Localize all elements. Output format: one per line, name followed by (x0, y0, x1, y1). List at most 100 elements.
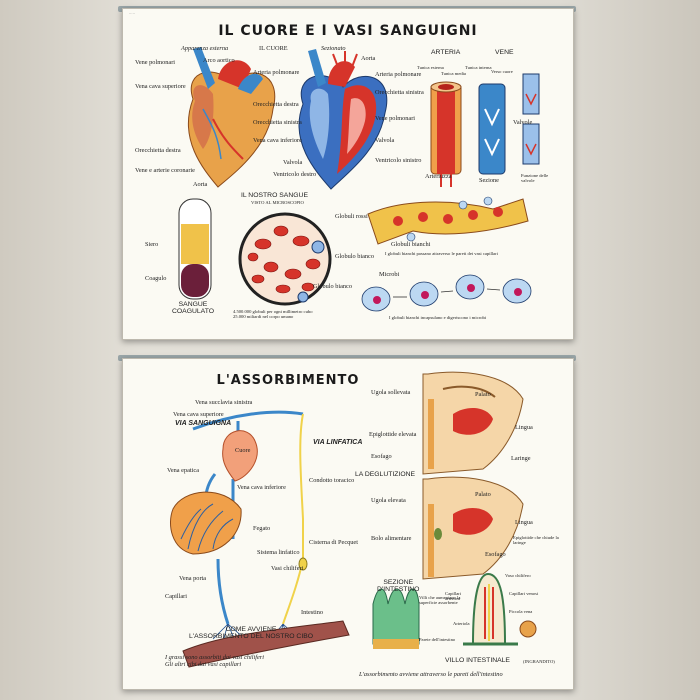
label-globuli-rossi: Globuli rossi (335, 213, 368, 220)
label-globulo-bianco-1: Globulo bianco (335, 253, 374, 260)
label-sezionato: Sezionato (321, 45, 346, 52)
label-siero: Siero (145, 241, 159, 248)
label-ugola-elevata: Ugola elevata (371, 497, 406, 504)
label-sezione: Sezione (479, 177, 499, 184)
intestine-shape (182, 620, 350, 668)
label-vena-epatica: Vena epatica (167, 467, 199, 474)
label-arteria: ARTERIA (431, 49, 461, 56)
label-vene: VENE (495, 49, 514, 56)
label-laringe: Laringe (511, 455, 531, 462)
label-fegato: Fegato (253, 525, 271, 532)
label-arteria-polmonare-r: Arteria polmonare (375, 71, 422, 78)
label-tunica-interna: Tunica interna (465, 65, 492, 70)
publisher-mark: ····· (129, 12, 135, 16)
test-tube-drawing (178, 198, 212, 300)
label-villi: Villi che aumentano la superficie assorb… (419, 595, 461, 605)
label-vene-polmonari-l: Vene polmonari (135, 59, 176, 66)
heart-external-drawing (187, 47, 276, 188)
label-lingua-top: Lingua (515, 424, 533, 431)
label-globulo-bianco-2: Globulo bianco (313, 283, 352, 290)
label-capillari: Capillari (165, 593, 188, 600)
label-via-sanguigna: VIA SANGUIGNA (175, 420, 232, 427)
label-verso-cuore: Verso cuore (491, 69, 513, 74)
label-nostro-sangue: IL NOSTRO SANGUE (241, 192, 308, 199)
label-arco-aortico: Arco aortico (203, 57, 235, 64)
label-valvola-r: Valvola (375, 137, 395, 144)
label-coagulo: Coagulo (145, 275, 167, 282)
label-sezione-intestino: SEZIONE D'INTESTINO (377, 579, 420, 593)
label-orecchietta-sinistra-m: Orecchietta sinistra (253, 119, 302, 126)
label-valvola-m: Valvola (283, 159, 303, 166)
label-villo-intestinale: VILLO INTESTINALE (445, 657, 510, 664)
label-bolo-alimentare: Bolo alimentare (371, 535, 412, 542)
poster-title-top: IL CUORE E I VASI SANGUIGNI (218, 23, 478, 39)
label-piccola-vena: Piccola vena (509, 609, 533, 614)
label-come-avviene: COME AVVIENE L'ASSORBIMENTO DEL NOSTRO C… (189, 626, 314, 640)
swallowing-head-bottom (422, 476, 524, 580)
liver-shape (170, 491, 242, 555)
heart-shape (222, 430, 258, 482)
label-orecchietta-sinistra-r: Orecchietta sinistra (375, 89, 424, 96)
poster-absorption: L'ASSORBIMENTO (122, 358, 574, 690)
label-condotto-toracico: Condotto toracico (309, 477, 355, 484)
label-ingrandito: (INGRANDITO) (523, 659, 555, 664)
label-intestino: Intestino (301, 609, 324, 616)
label-deglutizione: LA DEGLUTIZIONE (355, 471, 416, 478)
label-via-linfatica: VIA LINFATICA (313, 439, 363, 446)
label-vene-arterie-coronarie: Vene e arterie coronarie (135, 167, 195, 174)
label-tunica-media: Tunica media (441, 71, 466, 76)
label-orecchietta-destra-l: Orecchietta destra (135, 147, 181, 154)
label-capillary-caption: I globuli bianchi passano attraverso le … (385, 251, 498, 256)
label-visto-microscopio: VISTO AL MICROSCOPIO (251, 200, 304, 205)
label-lingua-bottom: Lingua (515, 519, 533, 526)
label-sistema-linfatico: Sistema linfatico (257, 549, 300, 556)
label-parete-intestino: Parete dell'intestino (419, 637, 456, 642)
label-vena-succlavia: Vena succlavia sinistra (195, 399, 253, 406)
label-orecchietta-destra-m: Orecchietta destra (253, 101, 299, 108)
label-aorta-r: Aorta (361, 55, 376, 62)
label-funzione-valvole: Funzione delle valvole (521, 173, 549, 183)
label-ugola-sollevata: Ugola sollevata (371, 389, 411, 396)
label-capillari-arteriosi: Capillari arteriosi (445, 591, 462, 601)
villus-drawing (463, 572, 537, 646)
heart-section-drawing (298, 49, 388, 190)
label-globuli-bianchi: Globuli bianchi (391, 241, 431, 248)
label-blood-counts: 4.500.000 globuli per ogni millimetro cu… (233, 309, 313, 319)
vein-drawings (478, 73, 540, 175)
label-vena-cava-inf-b: Vena cava inferiore (237, 484, 286, 491)
intestine-section-drawing (372, 588, 420, 649)
label-arteria-polmonare-m: Arteria polmonare (253, 69, 300, 76)
poster-heart-vessels: ····· IL CUORE E I VASI SANGUIGNI (122, 8, 574, 340)
label-vene-polmonari-r: Vene polmonari (375, 115, 416, 122)
microscope-view (238, 212, 332, 306)
cisterna-shape (298, 557, 308, 571)
label-valvole: Valvole (513, 119, 533, 126)
label-capillari-venosi: Capillari venosi (509, 591, 539, 596)
label-cisterna-pecquet: Cisterna di Pecquet (309, 539, 358, 546)
label-esofago-top: Esofago (371, 453, 392, 460)
label-vena-cava-inf: Vena cava inferiore (253, 137, 302, 144)
label-vasi-chiliferi: Vasi chiliferi (271, 565, 304, 572)
label-ventricolo-sinistro: Ventricolo sinistro (375, 157, 422, 164)
absorption-illustration (170, 371, 537, 668)
label-vaso-chilifero: Vaso chilifero (505, 573, 531, 578)
label-vena-porta: Vena porta (179, 575, 207, 582)
poster-title-bottom: L'ASSORBIMENTO (216, 373, 360, 388)
label-microbi: Microbi (379, 271, 400, 278)
label-cuore: Cuore (235, 447, 251, 454)
label-ventricolo-destro: Ventricolo destro (273, 171, 317, 178)
label-sangue-coagulato: SANGUE COAGULATO (171, 301, 215, 315)
label-microbes-caption: I globuli bianchi incapsulano e digerisc… (389, 315, 487, 320)
heart-vessels-illustration (178, 47, 540, 312)
label-palato-top: Palato (475, 391, 491, 398)
label-aorta-l: Aorta (193, 181, 208, 188)
label-apparenza: Apparenza esterna (181, 45, 229, 52)
label-il-cuore: IL CUORE (259, 45, 288, 52)
label-arteriuzza: Arteriuzza (425, 173, 452, 180)
label-vena-cava-sup: Vena cava superiore (135, 83, 186, 90)
swallowing-head-top (422, 371, 524, 475)
label-tunica-esterna: Tunica esterna (417, 65, 444, 70)
label-epiglottide-elevata: Epiglottide elevata (369, 431, 417, 438)
label-intestine-caption: L'assorbimento avviene attraverso le par… (359, 671, 503, 678)
label-palato-bottom: Palato (475, 491, 491, 498)
